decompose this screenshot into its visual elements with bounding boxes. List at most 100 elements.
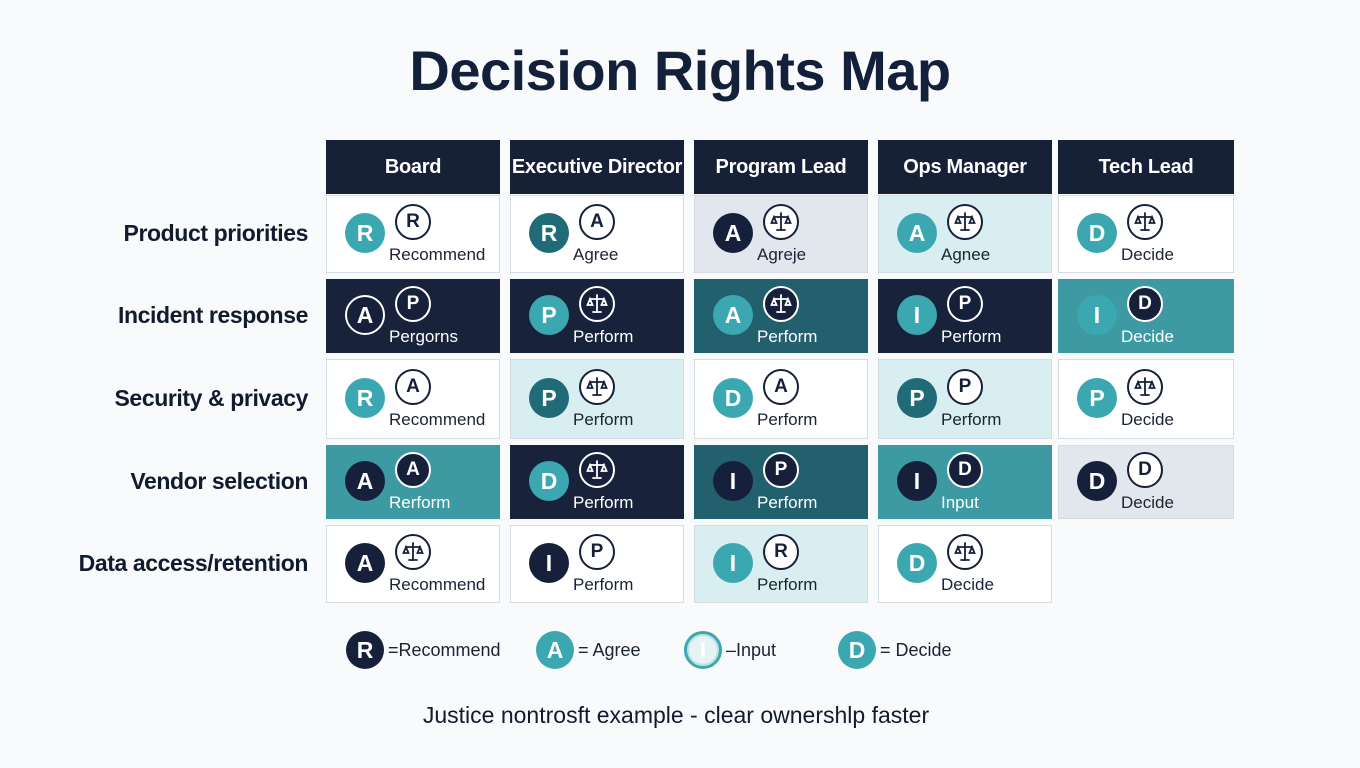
cell-label: Perform	[941, 327, 1002, 346]
legend-item-a: A= Agree	[536, 630, 641, 670]
role-badge: D	[1077, 213, 1117, 253]
column-header-0: Board	[326, 140, 500, 194]
role-badge: A	[713, 213, 753, 253]
role-badge: I	[1077, 295, 1117, 335]
cell-label: Decide	[1121, 493, 1174, 512]
cell-label: Recommend	[389, 245, 486, 264]
cell-label: Agree	[573, 245, 619, 264]
cell-label: Perform	[757, 493, 818, 512]
letter-a-icon: A	[579, 204, 615, 240]
letter-d-icon: D	[1127, 452, 1163, 488]
scale-icon	[1127, 369, 1163, 405]
role-badge: I	[713, 543, 753, 583]
cell-label: Perform	[573, 410, 634, 429]
legend-text: =Recommend	[388, 639, 501, 660]
cell-label: Perform	[573, 327, 634, 346]
legend-badge: D	[838, 631, 876, 669]
role-badge: A	[345, 543, 385, 583]
legend-item-d: D= Decide	[838, 630, 952, 670]
column-header-4: Tech Lead	[1058, 140, 1234, 194]
role-badge: I	[897, 295, 937, 335]
letter-d-icon: D	[947, 452, 983, 488]
cell-label: Recommend	[389, 575, 486, 594]
role-badge: A	[897, 213, 937, 253]
letter-p-icon: P	[579, 534, 615, 570]
cell-label: Agreje	[757, 245, 807, 264]
cell-label: Recommend	[389, 410, 486, 429]
cell-label: Decide	[1121, 410, 1174, 429]
scale-icon	[947, 534, 983, 570]
scale-icon	[947, 204, 983, 240]
role-badge: A	[713, 295, 753, 335]
scale-icon	[395, 534, 431, 570]
cell-label: Perform	[573, 493, 634, 512]
scale-icon	[579, 369, 615, 405]
role-badge: R	[345, 378, 385, 418]
letter-r-icon: R	[395, 204, 431, 240]
cell-label: Perform	[757, 410, 818, 429]
legend-badge: A	[536, 631, 574, 669]
letter-p-icon: P	[947, 286, 983, 322]
cell-label: Decide	[941, 575, 994, 594]
legend-badge: I	[684, 631, 722, 669]
cell-label: Input	[941, 493, 979, 512]
row-label: Security & privacy	[114, 385, 308, 411]
legend-text: –Input	[726, 639, 777, 660]
legend-text: = Decide	[880, 639, 952, 660]
column-header-2: Program Lead	[694, 140, 868, 194]
role-badge: A	[345, 461, 385, 501]
cell-label: Rerform	[389, 493, 451, 512]
cell-label: Perform	[757, 327, 818, 346]
letter-p-icon: P	[763, 452, 799, 488]
role-badge: P	[1077, 378, 1117, 418]
scale-icon	[763, 204, 799, 240]
cell-label: Perform	[573, 575, 634, 594]
role-badge: P	[529, 295, 569, 335]
scale-icon	[1127, 204, 1163, 240]
cell-label: Decide	[1121, 245, 1174, 264]
scale-icon	[763, 286, 799, 322]
row-label: Product priorities	[123, 220, 309, 246]
role-badge: R	[529, 213, 569, 253]
scale-icon	[579, 286, 615, 322]
role-badge: I	[529, 543, 569, 583]
cell-label: Agnee	[941, 245, 991, 264]
letter-p-icon: P	[395, 286, 431, 322]
letter-a-icon: A	[395, 452, 431, 488]
role-badge: P	[529, 378, 569, 418]
role-badge: I	[897, 461, 937, 501]
row-label: Vendor selection	[130, 468, 308, 494]
cell-label: Decide	[1121, 327, 1174, 346]
legend-item-r: R=Recommend	[346, 630, 501, 670]
role-badge: P	[897, 378, 937, 418]
letter-p-icon: P	[947, 369, 983, 405]
role-badge: R	[345, 213, 385, 253]
row-label: Incident response	[117, 302, 308, 328]
footer-caption: Justice nontrosft example - clear owners…	[422, 702, 930, 728]
letter-a-icon: A	[763, 369, 799, 405]
scale-icon	[579, 452, 615, 488]
legend-badge: R	[346, 631, 384, 669]
role-badge: I	[713, 461, 753, 501]
role-badge: D	[1077, 461, 1117, 501]
role-badge: D	[529, 461, 569, 501]
